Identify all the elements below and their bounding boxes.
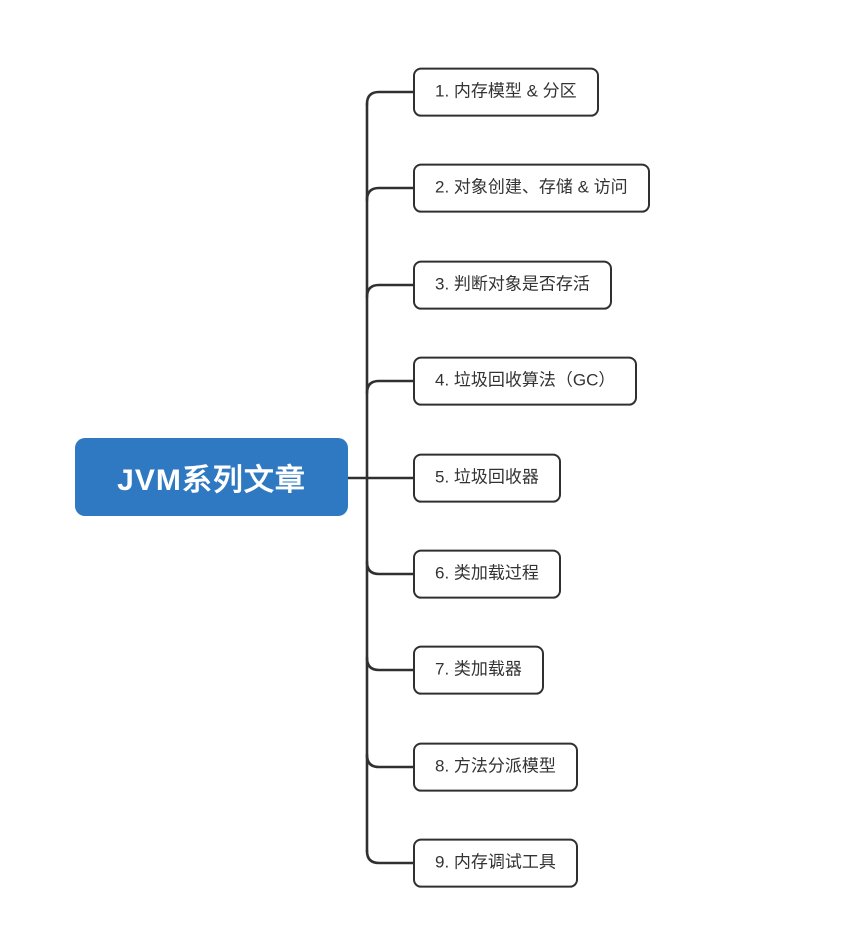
connector-branch-6 (365, 560, 416, 576)
child-node-label: 4. 垃圾回收算法（GC） (435, 370, 616, 390)
child-node-9[interactable]: 9. 内存调试工具 (413, 838, 578, 888)
child-node-label: 9. 内存调试工具 (435, 852, 556, 872)
connector-branch-1 (365, 90, 416, 106)
root-node-label: JVM系列文章 (117, 464, 306, 497)
child-node-2[interactable]: 2. 对象创建、存储 & 访问 (413, 163, 650, 213)
child-node-6[interactable]: 6. 类加载过程 (413, 549, 561, 599)
child-node-label: 1. 内存模型 & 分区 (435, 81, 577, 101)
child-node-3[interactable]: 3. 判断对象是否存活 (413, 260, 612, 310)
child-node-8[interactable]: 8. 方法分派模型 (413, 742, 578, 792)
child-node-4[interactable]: 4. 垃圾回收算法（GC） (413, 356, 638, 406)
child-node-5[interactable]: 5. 垃圾回收器 (413, 453, 561, 503)
child-node-7[interactable]: 7. 类加载器 (413, 645, 544, 695)
root-node[interactable]: JVM系列文章 (75, 438, 348, 516)
connector-branch-3 (365, 283, 416, 299)
child-node-label: 5. 垃圾回收器 (435, 467, 539, 487)
child-node-label: 6. 类加载过程 (435, 563, 539, 583)
child-node-label: 7. 类加载器 (435, 659, 522, 679)
connector-branch-7 (365, 656, 416, 672)
child-node-label: 8. 方法分派模型 (435, 756, 556, 776)
connector-branch-8 (365, 753, 416, 769)
connector-branch-9 (365, 849, 416, 865)
child-node-label: 2. 对象创建、存储 & 访问 (435, 177, 628, 197)
connector-branch-2 (365, 186, 416, 202)
child-node-label: 3. 判断对象是否存活 (435, 274, 590, 294)
child-node-1[interactable]: 1. 内存模型 & 分区 (413, 67, 599, 117)
connector-branch-4 (365, 379, 416, 395)
